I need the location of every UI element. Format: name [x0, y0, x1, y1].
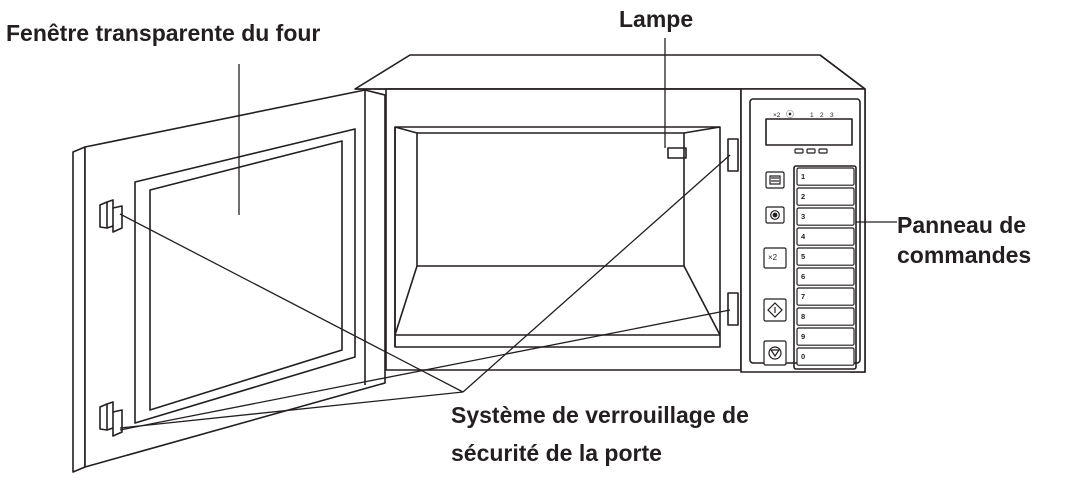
number-button-label-5: 5	[801, 252, 806, 261]
stop-icon[interactable]	[763, 340, 787, 366]
number-button-0[interactable]	[796, 347, 855, 366]
display-indicator-2: 2	[820, 112, 824, 119]
label-oven-window: Fenêtre transparente du four	[6, 20, 321, 46]
number-button-2[interactable]	[796, 187, 855, 206]
number-button-label-8: 8	[801, 312, 806, 321]
menu-icon[interactable]	[765, 171, 785, 189]
leader-lock-3	[462, 154, 731, 393]
display-indicator-power-icon: ⦿	[786, 110, 794, 119]
x2-icon[interactable]	[763, 247, 787, 269]
leader-lock-1	[119, 213, 464, 393]
label-control-panel-line2: commandes	[897, 242, 1032, 268]
number-button-label-3: 3	[801, 212, 806, 221]
label-lamp: Lampe	[619, 6, 694, 32]
display-indicator-x2: ×2	[773, 112, 781, 119]
oven-window	[149, 140, 343, 411]
number-button-4[interactable]	[796, 227, 855, 246]
number-button-3[interactable]	[796, 207, 855, 226]
number-button-label-4: 4	[801, 232, 806, 241]
label-door-lock-line2: sécurité de la porte	[451, 440, 662, 466]
door-latch-upper	[99, 199, 123, 233]
oven-top-face	[354, 54, 866, 90]
door-latch-lower	[99, 401, 123, 437]
power-level-icon[interactable]	[765, 206, 785, 224]
label-door-lock: Système de verrouillage de sécurité de l…	[451, 396, 749, 472]
door	[84, 89, 386, 468]
leader-lock-4	[119, 309, 731, 431]
lock-slot-upper	[727, 138, 739, 172]
number-button-1[interactable]	[796, 167, 855, 186]
number-button-label-1: 1	[801, 172, 806, 181]
x2-button-label: ×2	[768, 253, 778, 262]
number-pad-frame	[793, 165, 857, 370]
number-button-label-7: 7	[801, 292, 806, 301]
number-button-label-2: 2	[801, 192, 806, 201]
number-button-7[interactable]	[796, 287, 855, 306]
display-indicator-3: 3	[830, 112, 834, 119]
door-window-frame	[134, 128, 356, 424]
number-button-label-9: 9	[801, 332, 806, 341]
lock-slot-lower	[727, 292, 739, 326]
oven-cavity	[394, 126, 721, 348]
door-side-edge	[72, 146, 86, 473]
number-button-label-6: 6	[801, 272, 806, 281]
number-button-5[interactable]	[796, 247, 855, 266]
number-button-label-0: 0	[801, 352, 806, 361]
display-indicator-1: 1	[810, 112, 814, 119]
label-control-panel-line1: Panneau de	[897, 212, 1027, 238]
lamp	[667, 147, 687, 159]
oven-front-face	[385, 88, 742, 371]
label-door-lock-line1: Système de verrouillage de	[451, 402, 749, 428]
start-icon[interactable]	[763, 298, 787, 322]
display-window	[765, 118, 853, 146]
number-button-9[interactable]	[796, 327, 855, 346]
label-control-panel: Panneau de commandes	[897, 210, 1031, 270]
number-button-8[interactable]	[796, 307, 855, 326]
display-bottom-indicators	[794, 148, 828, 154]
leader-lock-2	[119, 391, 464, 429]
number-button-6[interactable]	[796, 267, 855, 286]
